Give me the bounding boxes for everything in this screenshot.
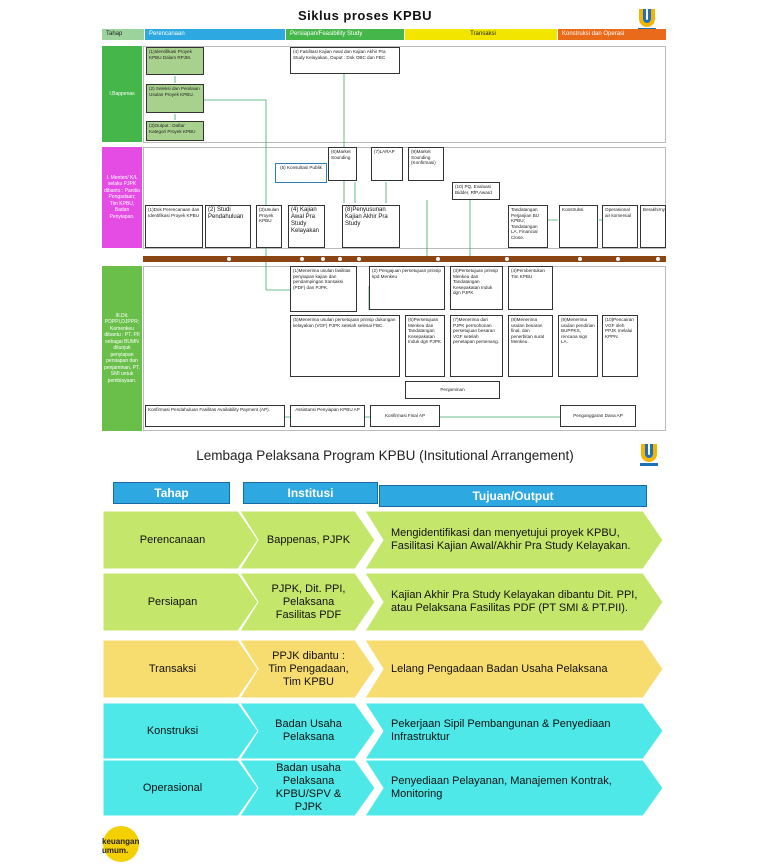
row-3-tujuan: Lelang Pengadaan Badan Usaha Pelaksana: [391, 662, 608, 675]
box-penganggaran: Penganggaran Dana AP: [560, 405, 636, 427]
box-konstruksi: Konstruksi: [559, 205, 598, 248]
row-3-tahap: Transaksi: [148, 662, 197, 675]
box-pengajuan-persetujuan: (2) Pengajuan persetujuan prinsip kpd Me…: [369, 266, 445, 310]
row-4-tahap-cell: Konstruksi: [103, 703, 258, 759]
row-5-institusi-cell: Badan usaha Pelaksana KPBU/SPV & PJPK: [240, 760, 375, 816]
row-1-tujuan: Mengidentifikasi dan menyetujui proyek K…: [391, 527, 631, 552]
col-header-tujuan: Tujuan/Output: [379, 485, 647, 507]
box-pq-evaluasi: (10) PQ, Evaluasi Bidder, RfP,Award: [452, 182, 500, 200]
box-kajian-awal: (4) Kajian Awal Pra Study Kelayakan: [288, 205, 325, 248]
institution-logo: [638, 441, 660, 467]
box-berakhirnya: Berakhirnya: [640, 205, 666, 248]
row-1-tujuan-cell: Mengidentifikasi dan menyetujui proyek K…: [365, 511, 663, 569]
header-tahap: Tahap: [102, 29, 144, 40]
box-konfirmasi-final: Konfirmasi Final AP: [370, 405, 440, 427]
timeline-node: [337, 256, 343, 262]
timeline-node: [435, 256, 441, 262]
row-2-tujuan-cell: Kajian Akhir Pra Study Kelayakan dibantu…: [365, 573, 663, 631]
box-persetujuan-prinsip: (3)Persetujuan prinsip Menkeu dan Tandat…: [450, 266, 503, 310]
col-header-institusi: Institusi: [243, 482, 378, 504]
box-konsultasi-publik: (5) Konsultasi Publik: [275, 163, 327, 183]
box-penjaminan: Penjaminan: [405, 381, 500, 399]
box-persetujuan-menkeu: (6)Persetujuan Menkeu dan Tandatangan Ke…: [405, 315, 445, 377]
box-besaran-vgf: (7)Menerima dari PJPK permohonan persetu…: [450, 315, 503, 377]
box-identifikasi-proyek: (1)Identifikasi Proyek KPBU Dalam RPJM.: [146, 47, 204, 75]
box-pendirian-bu: (9)Menerima usulan pendirian BUPPKS, ren…: [558, 315, 598, 377]
box-vgf-prinsip: (5)Menerima usulan persetujuan prinsip d…: [290, 315, 400, 377]
timeline-node: [320, 256, 326, 262]
lane-pjpk-area: [143, 147, 666, 249]
row-5-institusi: Badan usaha Pelaksana KPBU/SPV & PJPK: [275, 762, 342, 813]
row-2-tujuan: Kajian Akhir Pra Study Kelayakan dibantu…: [391, 589, 638, 614]
row-2-tahap-cell: Persiapan: [103, 573, 258, 631]
col-header-tahap: Tahap: [113, 482, 230, 504]
row-3-tahap-cell: Transaksi: [103, 640, 258, 698]
timeline-node: [615, 256, 621, 262]
box-tandatangan-perjanjian: Tandatangan Perjanjian BU KPBU; Tandatan…: [508, 205, 548, 248]
lane-pjpk: I. Menteri/ K/L selaku PJPK dibantu : Pa…: [102, 147, 142, 248]
timeline-node: [655, 256, 661, 262]
timeline-node: [226, 256, 232, 262]
row-4-institusi-cell: Badan Usaha Pelaksana: [240, 703, 375, 759]
row-5-tahap: Operasional: [142, 781, 203, 794]
row-3-institusi-cell: PPJK dibantu : Tim Pengadaan, Tim KPBU: [240, 640, 375, 698]
row-3-tujuan-cell: Lelang Pengadaan Badan Usaha Pelaksana: [365, 640, 663, 698]
timeline-node: [504, 256, 510, 262]
diagram-title: Siklus proses KPBU: [298, 8, 432, 23]
box-assistansi: Assistansi Penyiapan KPBU AP: [290, 405, 365, 427]
timeline-node: [356, 256, 362, 262]
timeline-node: [299, 256, 305, 262]
box-larap: (7)LARAP: [371, 147, 403, 181]
lane-bappenas-area: [143, 46, 666, 143]
row-5-tujuan: Penyediaan Pelayanan, Manajemen Kontrak,…: [391, 775, 612, 800]
row-5-tujuan-cell: Penyediaan Pelayanan, Manajemen Kontrak,…: [365, 760, 663, 816]
row-2-institusi-cell: PJPK, Dit. PPI, Pelaksana Fasilitas PDF: [240, 573, 375, 631]
row-3-institusi: PPJK dibantu : Tim Pengadaan, Tim KPBU: [268, 649, 349, 688]
row-4-institusi: Badan Usaha Pelaksana: [275, 718, 342, 743]
row-4-tujuan: Pekerjaan Sipil Pembangunan & Penyediaan…: [391, 718, 611, 743]
box-pencairan-vgf: (10)Pencairan VGF oleh PPJK melalui KPPN…: [602, 315, 638, 377]
header-persiapan: Persiapan/Feasibility Study: [286, 29, 404, 40]
box-menerima-usulan-pdf: (1)Menerima usulan fasilitas penyiapan k…: [290, 266, 357, 312]
box-dok-perencanaan: (1)Dok Perencanaan dan Identifikasi Proy…: [145, 205, 203, 248]
box-market-sounding: (6)Market Sounding: [328, 147, 357, 181]
footer-logo-line1: keuangan: [102, 837, 140, 846]
box-fasilitasi-kajian: (4) Fasilitasi Kajian Awal dan Kajian Ak…: [290, 47, 400, 74]
timeline-bar: [143, 256, 666, 262]
row-4-tahap: Konstruksi: [146, 724, 199, 737]
row-5-tahap-cell: Operasional: [103, 760, 258, 816]
header-konstruksi: Konstruksi dan Operasi: [558, 29, 666, 40]
row-1-tahap-cell: Perencanaan: [103, 511, 258, 569]
header-perencanaan: Perencanaan: [145, 29, 285, 40]
row-2-institusi: PJPK, Dit. PPI, Pelaksana Fasilitas PDF: [271, 582, 346, 621]
box-usulan-proyek: (3)Usulan Proyek KPBU: [256, 205, 282, 248]
box-konfirmasi-pendahuluan: Konfirmasi Pendahuluan Fasilitas Availab…: [145, 405, 285, 427]
box-kajian-akhir: (8)Penyusunan Kajian Akhir Pra Study: [342, 205, 400, 248]
lane-dit: III.Dit. PDPPI,DJPPR; Kemenkeu dibantu :…: [102, 266, 142, 431]
row-2-tahap: Persiapan: [147, 595, 198, 608]
row-1-tahap: Perencanaan: [139, 533, 206, 546]
box-operasional: Operasional air komersial: [602, 205, 638, 248]
box-pembentukan-tim: (4)Pembentukan Tim KPBU: [508, 266, 553, 310]
footer-logo-line2: umum.: [102, 846, 129, 855]
box-seleksi-penilaian: (2) Seleksi dan Penilaian Usulan Proyek …: [146, 84, 204, 113]
box-daftar-kategori: (3)Output : Daftar Kategori Proyek KPBU: [146, 121, 204, 141]
box-besaran-final: (8)Menerima usulan besaran final, dan pe…: [508, 315, 553, 377]
row-1-institusi: Bappenas, PJPK: [266, 533, 351, 546]
timeline-node: [577, 256, 583, 262]
footer-logo: keuangan umum.: [100, 825, 142, 863]
box-studi-pendahuluan: (2) Studi Pendahuluan: [205, 205, 251, 248]
header-transaksi: Transaksi: [405, 29, 557, 40]
lane-bappenas: I.Bappenas: [102, 46, 142, 142]
box-market-sounding-konfirmasi: (9)Market Sounding (Konfirmasi): [408, 147, 444, 181]
row-1-institusi-cell: Bappenas, PJPK: [240, 511, 375, 569]
arrangement-title: Lembaga Pelaksana Program KPBU (Insituti…: [196, 448, 574, 463]
row-4-tujuan-cell: Pekerjaan Sipil Pembangunan & Penyediaan…: [365, 703, 663, 759]
